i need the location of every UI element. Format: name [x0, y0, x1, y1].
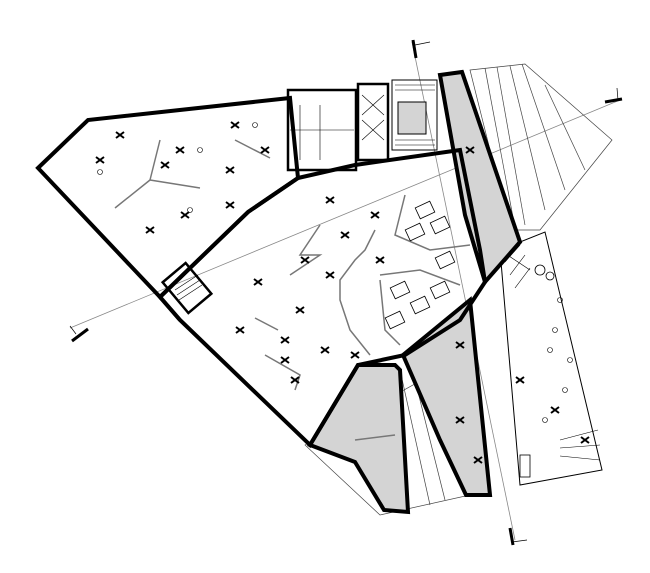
round-fixture	[552, 327, 558, 333]
furniture-mark	[370, 211, 380, 219]
table	[434, 250, 456, 270]
furniture-mark	[145, 226, 155, 234]
round-fixture	[557, 297, 563, 303]
section-marker-top	[411, 39, 431, 59]
stair-left	[160, 261, 214, 315]
shaded-strip-lower	[307, 363, 411, 515]
furniture-mark	[340, 231, 350, 239]
furniture-mark	[95, 156, 105, 164]
furniture-mark	[580, 436, 590, 444]
furniture-mark	[115, 131, 125, 139]
furniture-mark	[253, 278, 263, 286]
round-fixture	[542, 417, 548, 423]
table	[429, 215, 451, 235]
shaded-strip-middle	[400, 296, 493, 497]
furniture-mark	[455, 341, 465, 349]
furniture-mark	[160, 161, 170, 169]
round-fixture	[187, 207, 193, 213]
furniture-mark	[280, 356, 290, 364]
furniture-mark	[320, 346, 330, 354]
round-fixture	[252, 122, 258, 128]
round-fixture	[562, 387, 568, 393]
furniture-mark	[325, 271, 335, 279]
furniture-mark	[465, 146, 475, 154]
section-marker-bottom	[508, 527, 528, 546]
table	[389, 280, 411, 300]
furniture-mark	[295, 306, 305, 314]
furniture-mark	[550, 406, 560, 414]
furniture-mark	[235, 326, 245, 334]
table	[414, 200, 436, 220]
furniture-mark	[325, 196, 335, 204]
furniture-mark	[300, 256, 310, 264]
partitions	[114, 139, 471, 441]
furniture-mark	[280, 336, 290, 344]
right-hall	[499, 231, 603, 486]
furniture-mark	[473, 456, 483, 464]
round-fixture	[567, 357, 573, 363]
furniture-mark	[515, 376, 525, 384]
furniture-mark	[180, 211, 190, 219]
furniture-mark	[350, 351, 360, 359]
furniture-mark	[225, 201, 235, 209]
section-lines	[69, 41, 621, 541]
terrace-top-right	[469, 63, 613, 231]
table	[384, 310, 406, 330]
furniture-mark	[375, 256, 385, 264]
round-fixture	[547, 347, 553, 353]
service-core	[286, 79, 438, 172]
building-walls	[35, 95, 488, 449]
round-fixture	[97, 169, 103, 175]
furniture-mark	[230, 121, 240, 129]
table	[404, 222, 426, 242]
furniture-mark	[175, 146, 185, 154]
furniture-mark	[290, 376, 300, 384]
furniture-mark	[455, 416, 465, 424]
section-marker-right	[604, 87, 623, 104]
round-fixture	[197, 147, 203, 153]
furniture	[95, 121, 590, 464]
left-wing	[35, 95, 301, 300]
shaded-strip-upper	[437, 69, 523, 287]
section-marker-left	[69, 325, 89, 343]
shaded-zones	[307, 69, 523, 515]
table	[429, 280, 451, 300]
furniture-mark	[225, 166, 235, 174]
furniture-mark	[260, 146, 270, 154]
table	[409, 295, 431, 315]
